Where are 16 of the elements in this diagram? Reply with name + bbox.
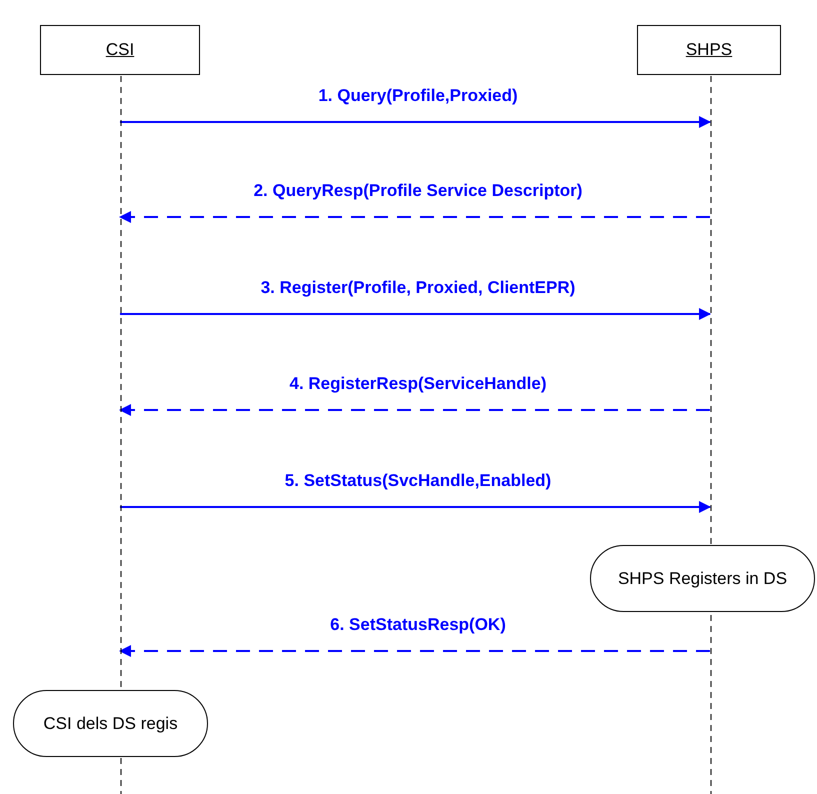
state-text: SHPS Registers in DS	[618, 568, 788, 588]
participant-name: SHPS	[686, 40, 732, 60]
state-text: CSI dels DS regis	[43, 714, 178, 734]
message-arrow	[120, 501, 711, 513]
message-label: 4. RegisterResp(ServiceHandle)	[290, 374, 546, 394]
message-label: 1. Query(Profile,Proxied)	[318, 86, 518, 106]
message-label: 6. SetStatusResp(OK)	[330, 615, 506, 635]
message-arrow	[120, 308, 711, 320]
message-label: 2. QueryResp(Profile Service Descriptor)	[254, 181, 582, 201]
message-label: 3. Register(Profile, Proxied, ClientEPR)	[260, 278, 576, 298]
message-label: 5. SetStatus(SvcHandle,Enabled)	[284, 471, 552, 491]
message-arrow	[119, 404, 710, 416]
participant-name: CSI	[106, 40, 134, 60]
message-arrow	[119, 211, 710, 223]
message-arrow	[120, 116, 711, 128]
message-arrow	[119, 645, 710, 657]
